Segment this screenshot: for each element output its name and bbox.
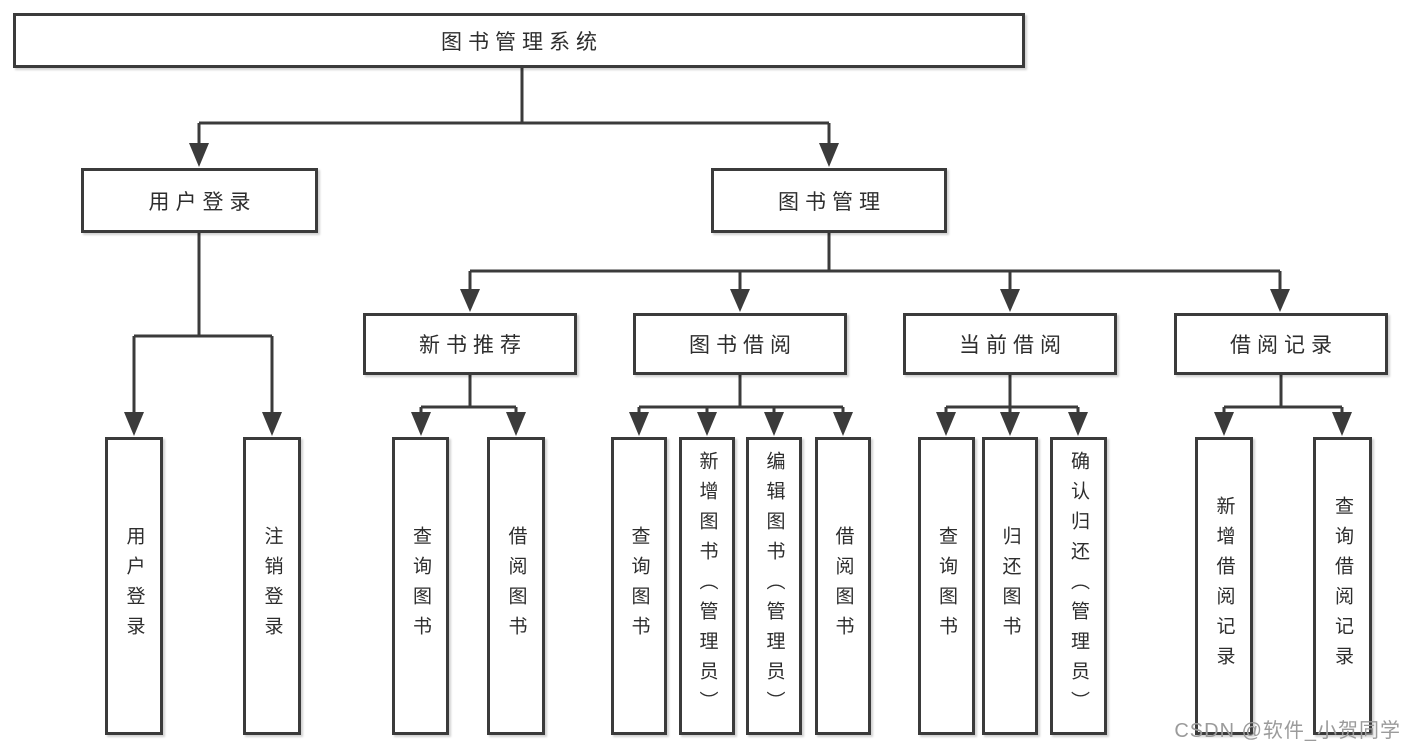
- node-leaf-borrow-books-2: 借阅图书: [815, 437, 871, 735]
- node-root-system: 图书管理系统: [13, 13, 1025, 68]
- node-book-borrow: 图书借阅: [633, 313, 847, 375]
- node-leaf-borrow-books-1: 借阅图书: [487, 437, 545, 735]
- node-current-borrow: 当前借阅: [903, 313, 1117, 375]
- node-leaf-confirm-return-admin: 确认归还（管理员）: [1050, 437, 1107, 735]
- node-borrow-records: 借阅记录: [1174, 313, 1388, 375]
- node-leaf-add-borrow-record: 新增借阅记录: [1195, 437, 1253, 735]
- node-new-book-recommend: 新书推荐: [363, 313, 577, 375]
- node-book-management: 图书管理: [711, 168, 947, 233]
- node-leaf-user-login: 用户登录: [105, 437, 163, 735]
- node-leaf-add-book-admin: 新增图书（管理员）: [679, 437, 735, 735]
- node-leaf-query-books-2: 查询图书: [611, 437, 667, 735]
- watermark: CSDN @软件_小贺同学: [1174, 720, 1401, 742]
- node-leaf-logout: 注销登录: [243, 437, 301, 735]
- node-user-login: 用户登录: [81, 168, 318, 233]
- node-leaf-query-borrow-record: 查询借阅记录: [1313, 437, 1372, 735]
- node-leaf-return-book: 归还图书: [982, 437, 1038, 735]
- node-leaf-query-books-3: 查询图书: [918, 437, 975, 735]
- node-leaf-edit-book-admin: 编辑图书（管理员）: [746, 437, 802, 735]
- node-leaf-query-books-1: 查询图书: [392, 437, 449, 735]
